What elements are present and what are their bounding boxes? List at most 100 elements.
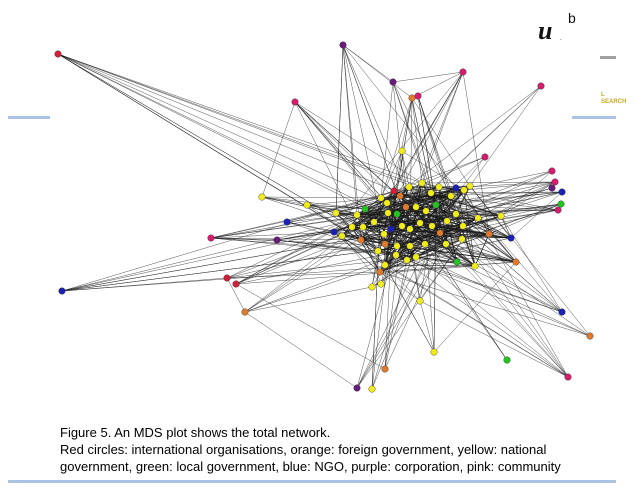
network-edge	[384, 190, 395, 370]
network-edge	[384, 97, 413, 266]
network-edge	[383, 233, 386, 266]
network-edge	[439, 232, 591, 337]
header-gray-rule	[600, 56, 616, 59]
network-edge	[57, 53, 423, 184]
header-fragment-line-1: L	[601, 92, 605, 98]
network-edge	[373, 221, 569, 378]
network-node-green	[361, 205, 369, 213]
network-edge	[356, 191, 563, 216]
network-edge	[477, 217, 569, 378]
network-edge	[474, 233, 490, 267]
network-edge	[341, 235, 382, 285]
network-edge	[392, 81, 452, 197]
network-node-yellow	[368, 385, 376, 393]
network-node-orange	[402, 203, 410, 211]
network-node-yellow	[353, 211, 361, 219]
network-edge	[61, 226, 353, 292]
network-edge	[455, 187, 517, 263]
network-edge	[433, 261, 517, 353]
network-edge	[261, 196, 337, 214]
network-node-yellow	[380, 230, 388, 238]
network-node-pink	[459, 68, 467, 76]
network-edge	[392, 71, 464, 83]
network-edge	[419, 300, 569, 378]
network-edge	[384, 264, 421, 302]
network-edge	[261, 196, 353, 228]
network-node-orange	[357, 236, 365, 244]
network-edge	[405, 191, 563, 208]
network-edge	[335, 44, 344, 214]
network-node-red	[390, 187, 398, 195]
network-node-orange	[485, 230, 493, 238]
network-node-yellow	[332, 209, 340, 217]
network-edge	[226, 185, 471, 279]
network-node-red	[232, 280, 240, 288]
network-node-yellow	[393, 242, 401, 250]
network-edge	[342, 44, 362, 241]
network-node-yellow	[466, 182, 474, 190]
network-edge	[411, 97, 423, 184]
network-edge	[469, 85, 542, 187]
network-node-orange	[408, 94, 416, 102]
network-edge	[244, 311, 358, 389]
network-nodes	[54, 41, 594, 393]
network-node-yellow	[418, 179, 426, 187]
network-edge	[57, 53, 432, 194]
network-node-pink	[414, 92, 422, 100]
network-edge	[421, 181, 556, 184]
network-node-yellow	[406, 225, 414, 233]
network-node-yellow	[416, 297, 424, 305]
network-node-pink	[537, 82, 545, 90]
network-node-yellow	[377, 194, 385, 202]
network-edge	[439, 232, 569, 378]
network-node-yellow	[338, 232, 346, 240]
network-edge	[477, 217, 517, 263]
network-node-yellow	[370, 218, 378, 226]
caption-line-1: Figure 5. An MDS plot shows the total ne…	[60, 425, 331, 440]
network-node-blue	[507, 234, 515, 242]
network-node-blue	[558, 308, 566, 316]
network-edge	[286, 204, 437, 223]
network-edge	[210, 237, 362, 241]
network-edge	[261, 196, 366, 210]
logo-mark: u	[538, 16, 553, 45]
network-edge	[380, 150, 403, 199]
network-edges	[57, 44, 591, 390]
network-node-pink	[291, 98, 299, 106]
network-edge	[61, 261, 458, 292]
network-edge	[364, 195, 452, 210]
network-node-purple	[339, 41, 347, 49]
network-node-blue	[387, 225, 395, 233]
network-edge	[424, 243, 508, 361]
network-edge	[384, 225, 403, 370]
network-node-yellow	[405, 183, 413, 191]
university-logo: u b .	[538, 10, 578, 45]
network-node-orange	[381, 240, 389, 248]
network-node-orange	[512, 258, 520, 266]
network-edge	[210, 237, 278, 241]
network-edge	[379, 261, 517, 273]
network-node-yellow	[368, 283, 376, 291]
network-node-yellow	[447, 192, 455, 200]
network-node-yellow	[374, 247, 382, 255]
network-edge	[456, 261, 563, 313]
network-edge	[379, 271, 591, 337]
network-node-yellow	[416, 219, 424, 227]
network-edge	[276, 239, 458, 263]
network-node-yellow	[471, 262, 479, 270]
network-node-purple	[548, 184, 556, 192]
network-node-blue	[283, 218, 291, 226]
network-edge	[430, 191, 563, 194]
network-edge	[244, 286, 373, 313]
network-edge	[235, 283, 386, 370]
network-edge	[333, 231, 569, 378]
network-node-yellow	[412, 253, 420, 261]
network-edge	[417, 95, 464, 227]
network-edge	[417, 95, 441, 234]
network-node-yellow	[392, 251, 400, 259]
header-rule-right	[572, 116, 616, 119]
network-edge	[380, 81, 394, 199]
network-node-yellow	[348, 223, 356, 231]
network-edge	[261, 196, 382, 199]
network-edge	[356, 214, 386, 245]
